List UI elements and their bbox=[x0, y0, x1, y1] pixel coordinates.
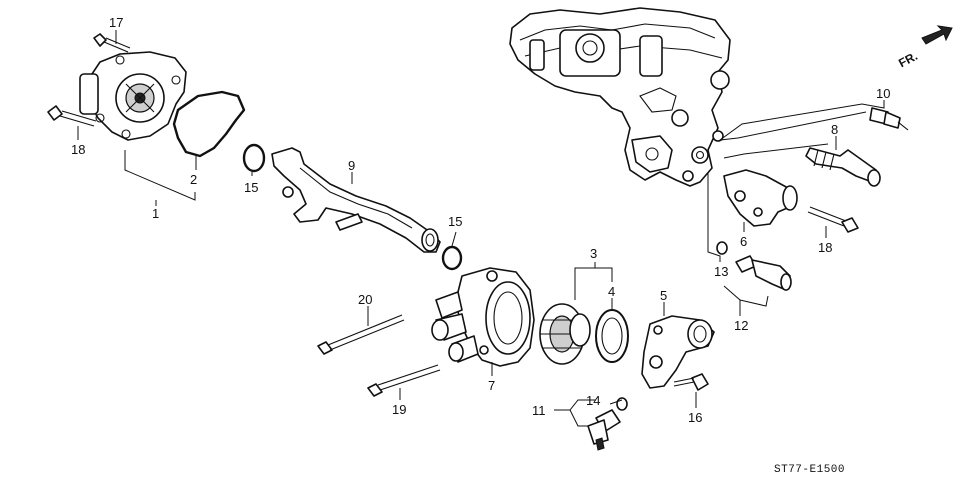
leader-lines bbox=[77, 30, 885, 427]
callout-18-right: 18 bbox=[818, 240, 832, 255]
bolt-18-left bbox=[47, 105, 97, 127]
callout-11: 11 bbox=[532, 403, 546, 418]
bolt-18-right bbox=[807, 206, 859, 233]
water-pump-gasket bbox=[172, 90, 246, 158]
o-ring-15-left bbox=[242, 143, 266, 173]
callout-6: 6 bbox=[740, 234, 747, 249]
engine-block bbox=[509, 7, 731, 187]
callout-19: 19 bbox=[392, 402, 406, 417]
callout-20: 20 bbox=[358, 292, 372, 307]
callout-17: 17 bbox=[109, 15, 123, 30]
callout-13: 13 bbox=[714, 264, 728, 279]
callout-18-left: 18 bbox=[71, 142, 85, 157]
front-indicator-label: FR. bbox=[896, 49, 920, 70]
callout-4: 4 bbox=[608, 284, 615, 299]
bracket-6 bbox=[723, 169, 798, 227]
callout-12: 12 bbox=[734, 318, 748, 333]
callout-15-left: 15 bbox=[244, 180, 258, 195]
bolt-19 bbox=[367, 364, 441, 397]
callout-9: 9 bbox=[348, 158, 355, 173]
sensor-11 bbox=[587, 409, 621, 451]
joint-8 bbox=[805, 147, 881, 187]
gasket-4 bbox=[595, 309, 629, 363]
o-ring-15-right bbox=[441, 245, 463, 271]
washer-13 bbox=[716, 241, 728, 255]
callout-16: 16 bbox=[688, 410, 702, 425]
water-outlet-5 bbox=[641, 315, 715, 389]
bolt-17 bbox=[93, 33, 131, 53]
thermostat-3 bbox=[539, 303, 591, 365]
washer-14 bbox=[616, 397, 628, 411]
callout-14: 14 bbox=[586, 393, 600, 408]
callout-3: 3 bbox=[590, 246, 597, 261]
bolt-16 bbox=[673, 373, 709, 391]
diagram-code: ST77-E1500 bbox=[774, 464, 845, 476]
water-pump bbox=[79, 51, 187, 141]
water-pipe-9 bbox=[271, 147, 441, 253]
sensor-10 bbox=[869, 107, 909, 131]
front-indicator: FR. bbox=[896, 25, 953, 70]
bolt-20 bbox=[317, 314, 405, 355]
callout-1: 1 bbox=[152, 206, 159, 221]
callout-5: 5 bbox=[660, 288, 667, 303]
sensor-12 bbox=[735, 255, 792, 291]
callout-15-right: 15 bbox=[448, 214, 462, 229]
callout-2: 2 bbox=[190, 172, 197, 187]
callout-7: 7 bbox=[488, 378, 495, 393]
thermostat-housing-7 bbox=[431, 267, 535, 367]
callout-10: 10 bbox=[876, 86, 890, 101]
callout-8: 8 bbox=[831, 122, 838, 137]
